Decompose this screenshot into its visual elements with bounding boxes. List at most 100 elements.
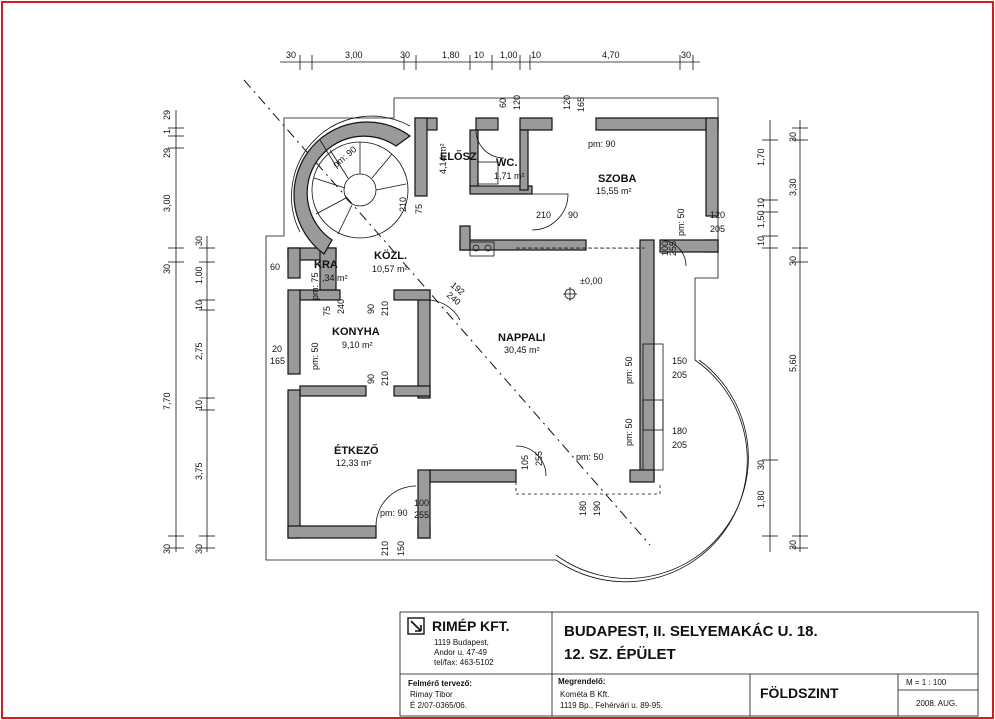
room-name-elosz: ELŐSZ (440, 150, 477, 163)
client-address: 1119 Bp., Fehérvári u. 89-95. (560, 701, 663, 710)
annotation-100: 100 (660, 241, 670, 256)
project-subtitle: 12. SZ. ÉPÜLET (564, 646, 676, 663)
right-inner-dim-6: 1,80 (756, 490, 766, 508)
company-address-2: Andor u. 47-49 (434, 648, 487, 657)
bay-window-arc (555, 359, 748, 583)
room-area-konyha: 9,10 m² (342, 340, 373, 350)
top-dim-5: 10 (474, 50, 484, 60)
room-area-szoba: 15,55 m² (596, 186, 632, 196)
left-outer-dim-5: 30 (162, 264, 172, 274)
room-name-kozl: KÖZL. (374, 249, 407, 262)
right-inner-dim-3: 1,50 (756, 210, 766, 228)
annotation-90: 90 (568, 210, 578, 220)
annotation-255b: 255 (534, 451, 544, 466)
top-dim-4: 1,80 (442, 50, 460, 60)
project-title: BUDAPEST, II. SELYEMAKÁC U. 18. (564, 623, 818, 640)
right-inner-dim-4: 10 (756, 236, 766, 246)
annotation-pm50-a: pm: 50 (624, 356, 634, 384)
annotation-210d: 210 (380, 371, 390, 386)
right-dimension-chain-inner: 1,70 10 1,50 10 30 1,80 (756, 120, 778, 552)
annotation-165-top: 165 (576, 97, 586, 112)
annotation-120-top-b: 120 (562, 95, 572, 110)
annotation-120: 120 (710, 210, 725, 220)
top-dim-1: 30 (286, 50, 296, 60)
plot-outline (394, 97, 719, 360)
annotation-90c: 90 (366, 374, 376, 384)
designer-name: Rimay Tibor (410, 690, 453, 699)
right-outer-dim-1: 30 (788, 132, 798, 142)
annotation-pm50-szoba: pm: 50 (676, 208, 686, 236)
designer-id: É 2/07-0365/06. (410, 701, 467, 710)
room-name-wc: WC. (496, 157, 517, 169)
left-dimension-chain-inner: 30 1,00 10 2,75 10 3,75 30 (194, 236, 215, 554)
annotation-pm50-c: pm: 50 (310, 342, 320, 370)
top-dim-3: 30 (400, 50, 410, 60)
stair-pm-label: pm: 90 (331, 144, 359, 169)
hob-icon (484, 244, 492, 252)
room-name-etkezo: ÉTKEZŐ (334, 444, 379, 457)
annotation-190: 190 (592, 501, 602, 516)
room-name-nappali: NAPPALI (498, 332, 545, 344)
top-dimension-chain: 30 3,00 30 1,80 10 1,00 10 4,70 30 (280, 50, 700, 70)
annotation-255: 255 (668, 241, 678, 256)
right-dimension-chain-outer: 30 3,30 30 5,60 30 (788, 120, 808, 552)
right-inner-dim-1: 1,70 (756, 148, 766, 166)
annotation-205: 205 (710, 224, 725, 234)
sink-icon (472, 244, 480, 252)
designer-label: Felmérő tervező: (408, 679, 472, 688)
left-outer-dim-1: 29 (162, 110, 172, 120)
annotation-75: 75 (322, 306, 332, 316)
plot-outline-left (265, 98, 556, 561)
room-area-nappali: 30,45 m² (504, 345, 540, 355)
left-outer-dim-7: 30 (162, 544, 172, 554)
section-axis (243, 79, 651, 546)
left-dimension-chain-outer: 29 1 29 3,00 30 7,70 30 (162, 110, 184, 554)
top-dim-2: 3,00 (345, 50, 363, 60)
date-value: 2008. AUG. (916, 699, 957, 708)
annotation-165: 165 (270, 356, 285, 366)
annotation-pm90-etkezo: pm: 90 (380, 508, 408, 518)
room-area-etkezo: 12,33 m² (336, 458, 372, 468)
annotation-105: 105 (520, 455, 530, 470)
annotation-pm50-nappali: pm: 50 (576, 452, 604, 462)
annotation-180: 180 (672, 426, 687, 436)
company-logo (407, 617, 425, 635)
opening-annotations: pm: 90 90 210 120 205 pm: 50 255 100 150… (270, 95, 725, 556)
company-address-1: 1119 Budapest, (434, 638, 489, 647)
level-marker: ±0,00 (563, 276, 602, 301)
room-name-szoba: SZOBA (598, 173, 637, 185)
room-area-wc: 1,71 m² (494, 171, 525, 181)
annotation-120-top: 120 (512, 95, 522, 110)
right-inner-dim-5: 30 (756, 460, 766, 470)
room-name-kra: KRA (314, 259, 338, 271)
room-area-elosz: 4,14 m² (438, 143, 448, 174)
left-inner-dim-5: 10 (194, 400, 204, 410)
nappali-window-1 (642, 343, 664, 431)
room-area-kozl: 10,57 m² (372, 264, 408, 274)
annotation-205b: 205 (672, 370, 687, 380)
annotation-150b: 150 (396, 541, 406, 556)
company-phone: tel/fax: 463-5102 (434, 658, 494, 667)
top-dim-7: 10 (531, 50, 541, 60)
sheet-name: FÖLDSZINT (760, 685, 839, 701)
scale-value: M = 1 : 100 (906, 678, 947, 687)
nappali-window-2 (642, 399, 664, 471)
company-logo-arrow (410, 620, 422, 632)
left-inner-dim-3: 10 (194, 300, 204, 310)
room-area-kra: ,34 m² (322, 273, 348, 283)
bay-window-arc-inner (555, 359, 749, 579)
title-block: RIMÉP KFT. 1119 Budapest, Andor u. 47-49… (399, 611, 979, 717)
right-outer-dim-5: 30 (788, 540, 798, 550)
annotation-60-top: 60 (498, 98, 508, 108)
annotation-75-stair: 75 (414, 204, 424, 214)
annotation-180b: 180 (578, 501, 588, 516)
spiral-staircase: pm: 90 (291, 115, 412, 255)
client-label: Megrendelő: (558, 677, 606, 686)
right-inner-dim-2: 10 (756, 198, 766, 208)
annotation-210-stair: 210 (398, 197, 408, 212)
annotation-pm90-szoba: pm: 90 (588, 139, 616, 149)
annotation-100b: 100 (414, 498, 429, 508)
annotation-210: 210 (536, 210, 551, 220)
left-outer-dim-3: 29 (162, 148, 172, 158)
company-name: RIMÉP KFT. (432, 618, 510, 634)
